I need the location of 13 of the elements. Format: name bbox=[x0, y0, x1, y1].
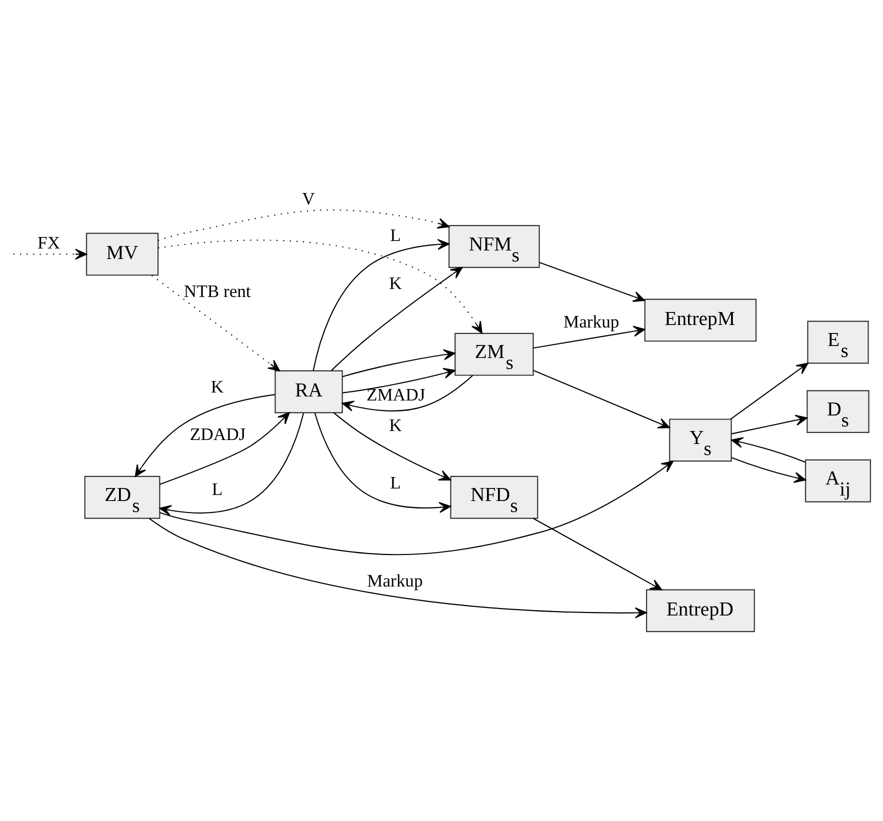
edge-label: V bbox=[302, 188, 315, 208]
edge-label: L bbox=[212, 478, 223, 498]
edge-label: L bbox=[390, 472, 401, 492]
edge-label: K bbox=[389, 272, 402, 293]
edge-label: Markup bbox=[367, 570, 423, 590]
edge-label: ZDADJ bbox=[190, 423, 246, 444]
edge-label: NTB rent bbox=[184, 280, 251, 300]
edge-label: L bbox=[390, 224, 401, 244]
edge-label: K bbox=[389, 414, 402, 435]
edge-label: K bbox=[210, 376, 224, 396]
edge-label: ZMADJ bbox=[366, 384, 426, 404]
edge-label: FX bbox=[38, 232, 60, 252]
edge-label: Markup bbox=[563, 311, 620, 332]
